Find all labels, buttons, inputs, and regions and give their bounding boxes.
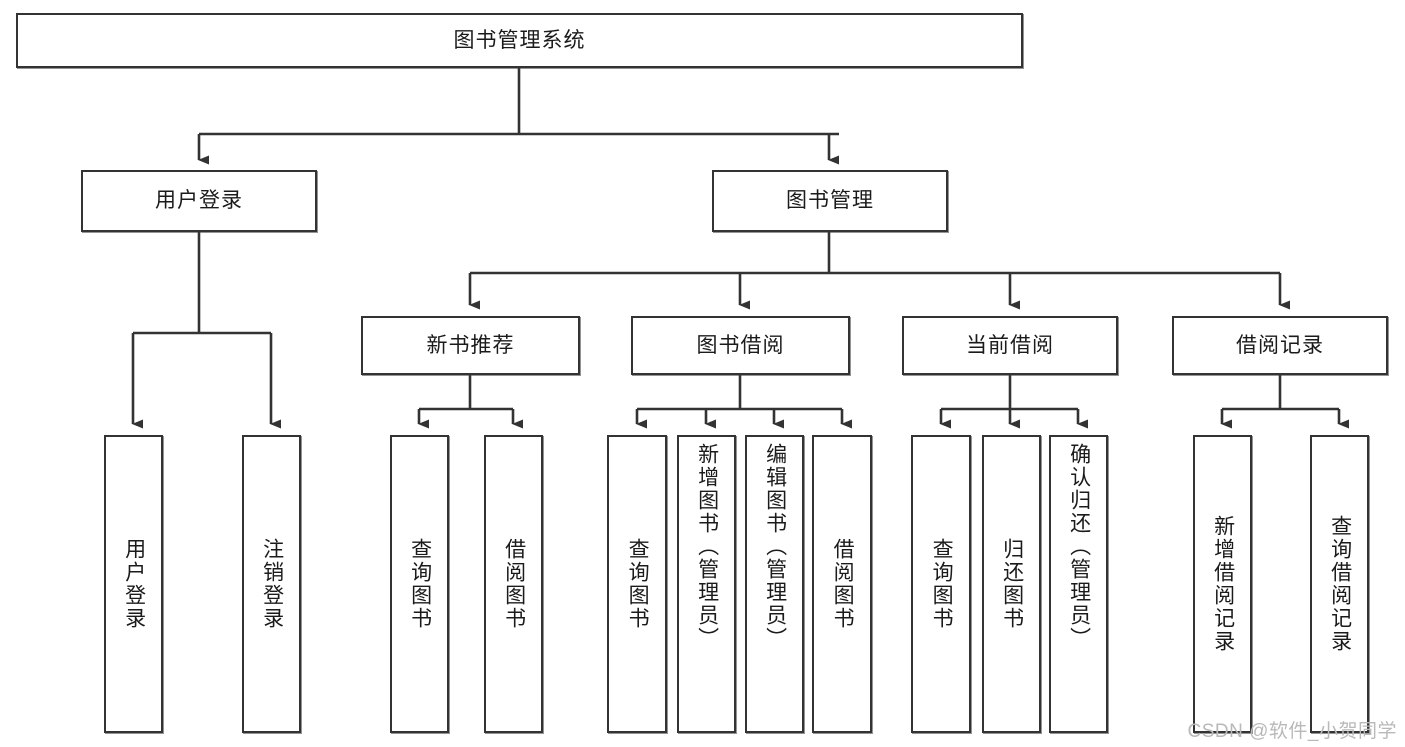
node-label: 注销登录	[260, 538, 284, 630]
leaf-current-borrow-return-book[interactable]: 归还图书	[982, 435, 1041, 733]
node-user-login[interactable]: 用户登录	[81, 170, 317, 232]
csdn-watermark: CSDN @软件_小贺同学	[1187, 721, 1397, 742]
node-label: 用户登录	[122, 538, 146, 630]
leaf-new-book-borrow-book[interactable]: 借阅图书	[484, 435, 543, 733]
leaf-current-borrow-confirm-return-admin[interactable]: 确认归还（管理员）	[1049, 435, 1108, 733]
node-book-borrow[interactable]: 图书借阅	[631, 316, 850, 375]
leaf-book-borrow-query-book[interactable]: 查询图书	[607, 435, 667, 733]
node-label: 确认归还（管理员）	[1067, 443, 1091, 650]
node-borrow-record[interactable]: 借阅记录	[1172, 316, 1388, 375]
node-label: 新书推荐	[426, 333, 515, 357]
node-label: 新增借阅记录	[1211, 515, 1235, 653]
node-label: 编辑图书（管理员）	[763, 443, 787, 650]
node-label: 图书管理	[786, 189, 874, 213]
node-label: 查询图书	[930, 538, 954, 630]
node-label: 用户登录	[155, 189, 243, 213]
node-current-borrow[interactable]: 当前借阅	[902, 316, 1118, 375]
node-label: 借阅图书	[502, 538, 526, 630]
node-label: 当前借阅	[966, 333, 1054, 357]
leaf-new-book-query-book[interactable]: 查询图书	[390, 435, 449, 733]
leaf-book-borrow-edit-book-admin[interactable]: 编辑图书（管理员）	[745, 435, 804, 733]
node-label: 图书管理系统	[453, 28, 586, 52]
node-label: 新增图书（管理员）	[695, 443, 719, 650]
leaf-user-login-logout[interactable]: 注销登录	[242, 435, 301, 733]
leaf-borrow-record-add-record[interactable]: 新增借阅记录	[1193, 435, 1252, 733]
node-root-book-management-system[interactable]: 图书管理系统	[16, 13, 1023, 68]
node-label: 查询图书	[408, 538, 432, 630]
node-label: 借阅图书	[831, 538, 855, 630]
node-new-book-recommend[interactable]: 新书推荐	[361, 316, 580, 375]
node-label: 查询图书	[626, 538, 650, 630]
node-label: 借阅记录	[1236, 333, 1324, 357]
leaf-user-login-login[interactable]: 用户登录	[104, 435, 163, 733]
leaf-current-borrow-query-book[interactable]: 查询图书	[911, 435, 971, 733]
leaf-book-borrow-add-book-admin[interactable]: 新增图书（管理员）	[677, 435, 736, 733]
node-label: 查询借阅记录	[1328, 515, 1352, 653]
leaf-borrow-record-query-record[interactable]: 查询借阅记录	[1310, 435, 1369, 733]
node-label: 图书借阅	[696, 333, 785, 357]
node-label: 归还图书	[1000, 538, 1024, 630]
leaf-book-borrow-borrow-book[interactable]: 借阅图书	[812, 435, 872, 733]
node-book-management[interactable]: 图书管理	[712, 170, 948, 232]
